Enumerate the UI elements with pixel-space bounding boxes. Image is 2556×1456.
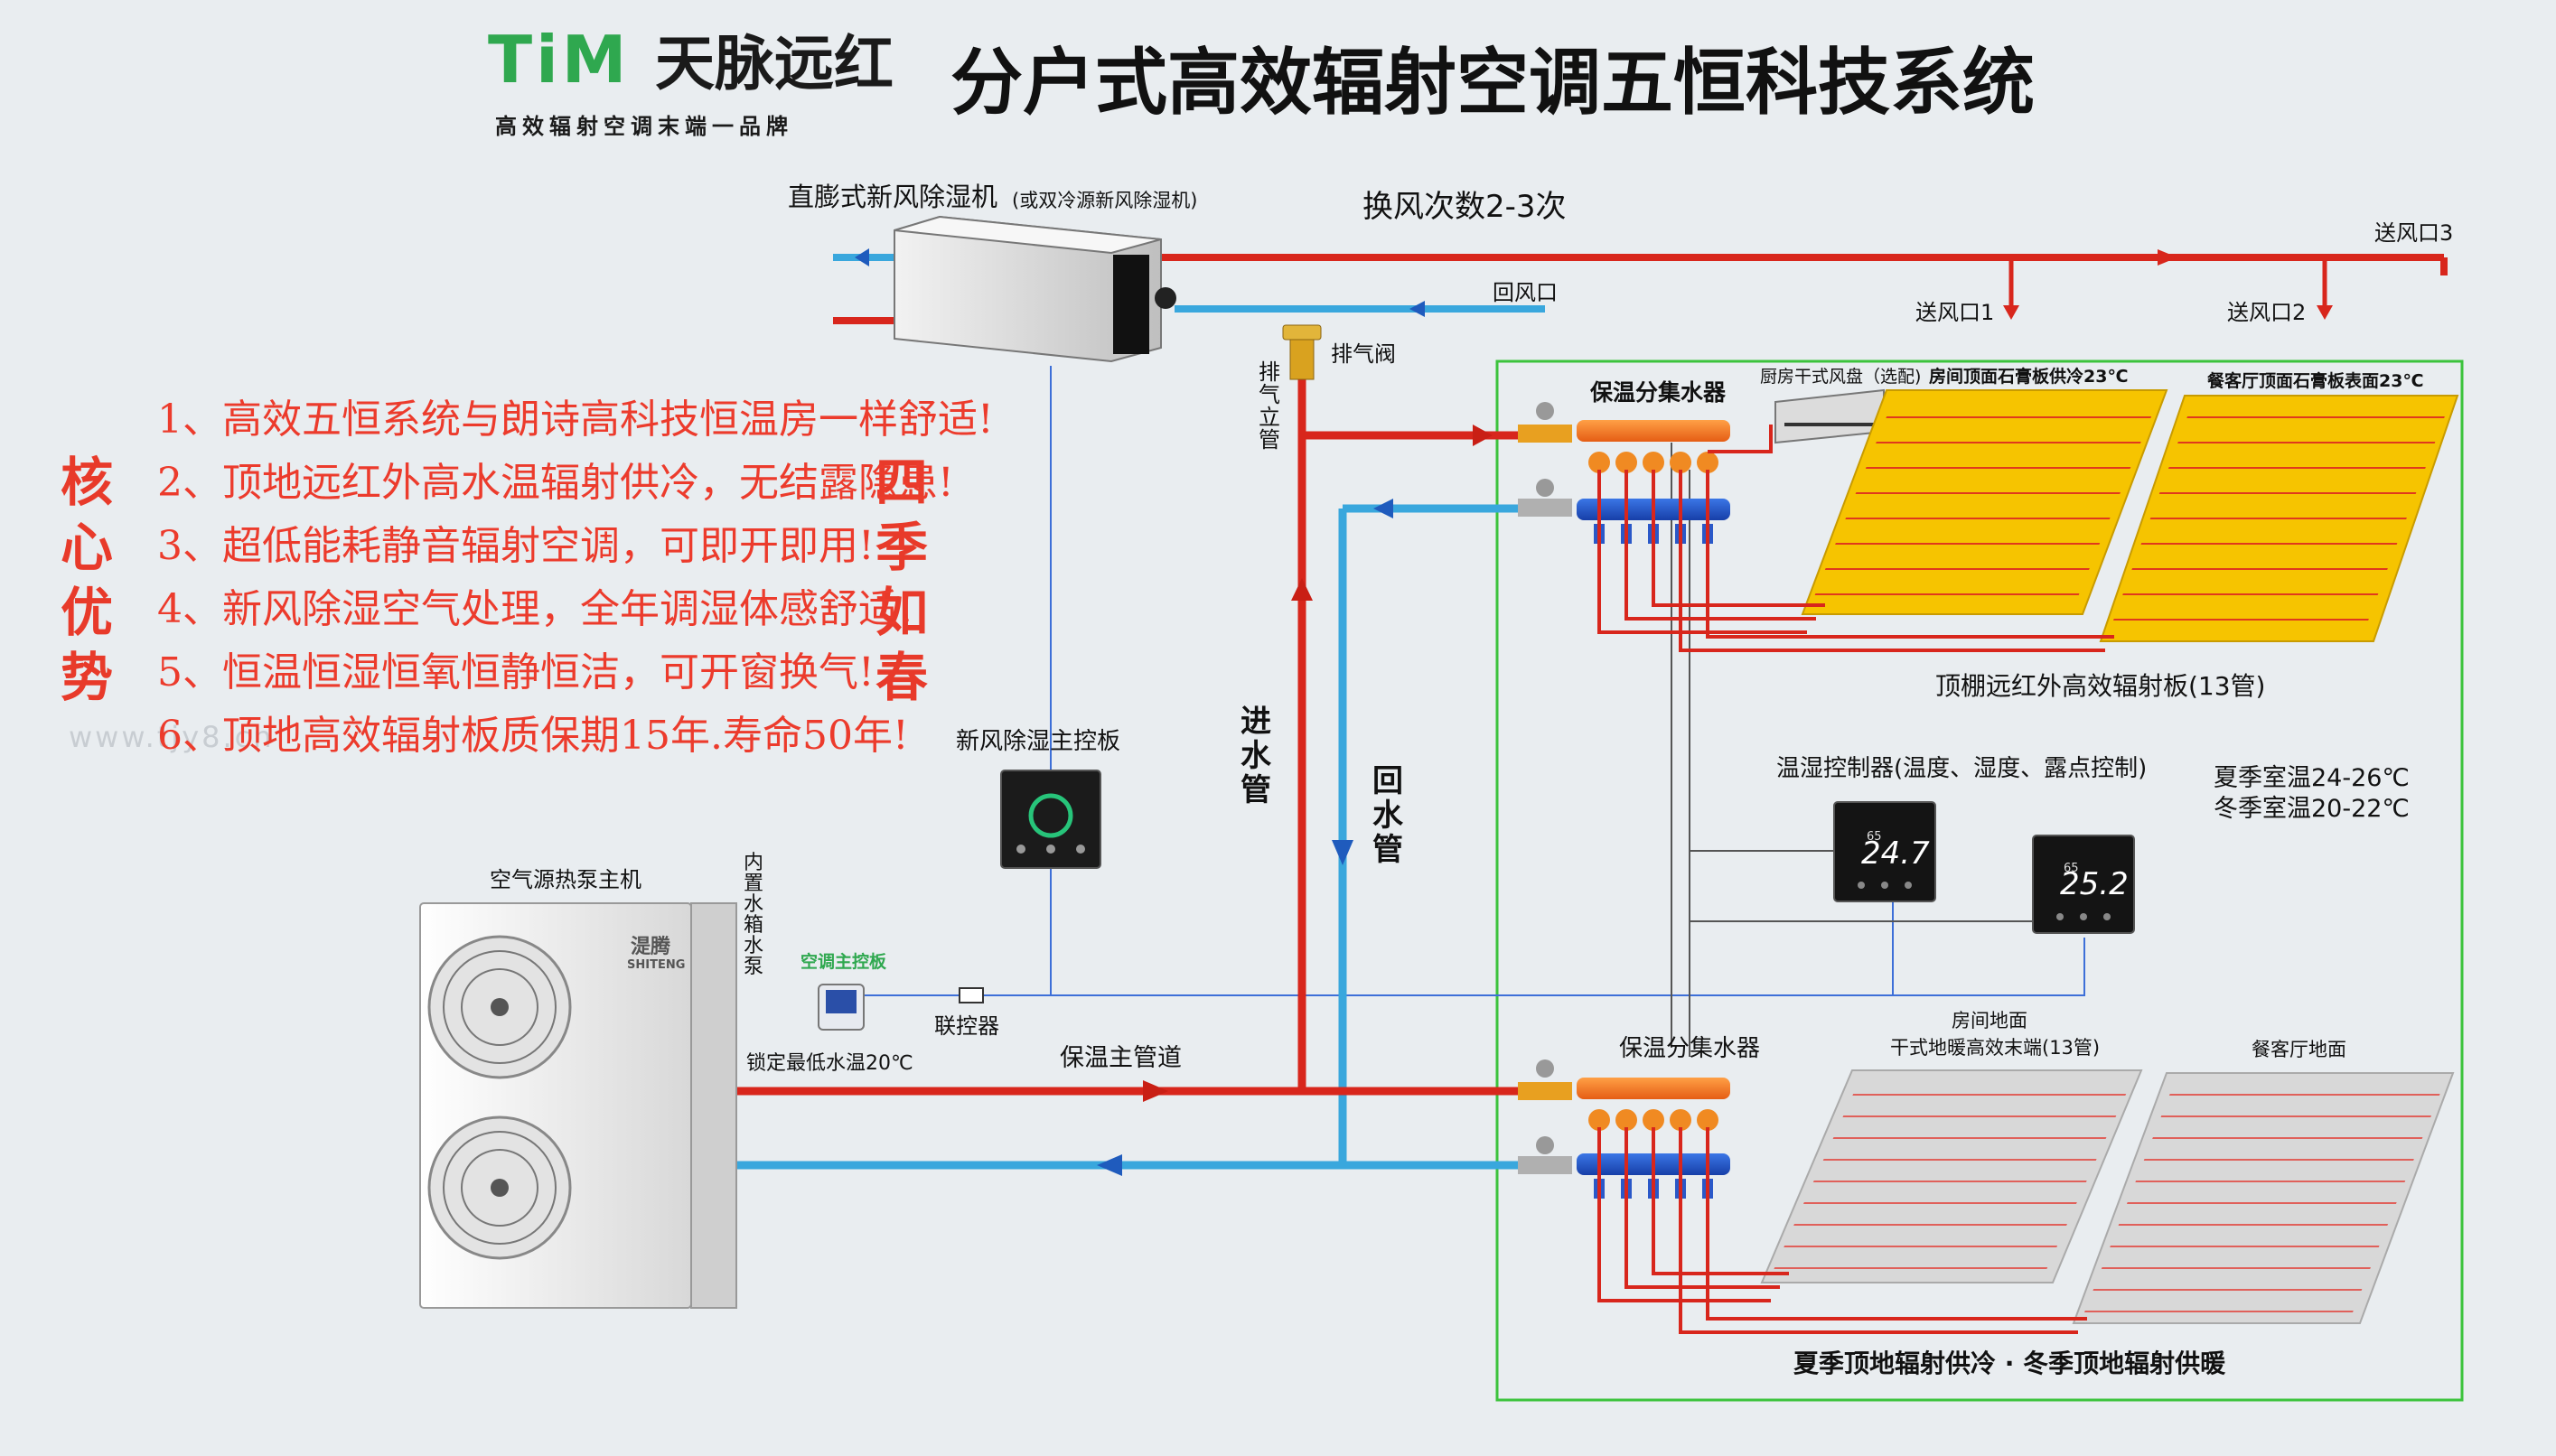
dining-ceiling-label: 餐客厅顶面石膏板表面23℃ (2207, 371, 2424, 391)
ac-control-panel (818, 984, 865, 1031)
return-pipe-label: 回水管 (1372, 763, 1403, 868)
room-floor-label-1: 房间地面 (1952, 1010, 2027, 1031)
ceiling-feed-pipes (1597, 425, 2114, 652)
bottom-manifold (1518, 1059, 1730, 1199)
hp-brand-en: SHITENG (627, 958, 686, 972)
exhaust-valve-label: 排气阀 (1331, 341, 1396, 367)
outlet-2-label: 送风口2 (2227, 300, 2307, 325)
core-advantage-heading: 核心优势 (60, 452, 113, 708)
floor-panel-room (1760, 1069, 2143, 1283)
heat-pump-label: 空气源热泵主机 (490, 867, 641, 892)
outlet-1-label: 送风口1 (1915, 300, 1995, 325)
water-pipes (736, 378, 1518, 1170)
advantage-item-2: 2、顶地远红外高水温辐射供冷，无结露隐患! (157, 460, 954, 506)
winter-temp: 冬季室温20-22℃ (2214, 795, 2410, 823)
floor-feed-pipes (1597, 1127, 2087, 1334)
controller-label: 温湿控制器(温度、湿度、露点控制) (1776, 755, 2148, 782)
bottom-manifold-label: 保温分集水器 (1619, 1035, 1761, 1062)
floor-caption: 夏季顶地辐射供冷 · 冬季顶地辐射供暖 (1793, 1349, 2226, 1378)
exhaust-valve (1282, 324, 1322, 380)
main-pipe-label: 保温主管道 (1060, 1044, 1182, 1072)
fresh-panel-label: 新风除湿主控板 (956, 728, 1121, 755)
advantage-item-4: 4、新风除湿空气处理，全年调湿体感舒适! (157, 586, 914, 632)
heat-pump-unit (419, 902, 737, 1309)
thermostat-1-body (1833, 801, 1936, 902)
thermostat-1-display: 24.7 (1861, 835, 1930, 872)
air-change-label: 换风次数2-3次 (1362, 189, 1567, 225)
top-manifold-label: 保温分集水器 (1590, 379, 1727, 406)
exhaust-riser-label: 排气立管 (1259, 359, 1280, 453)
thermostat-2-display: 25.2 (2060, 866, 2129, 902)
room-ceiling-label: 房间顶面石膏板供冷23℃ (1929, 367, 2129, 387)
ac-panel-label: 空调主控板 (801, 952, 887, 972)
advantage-item-3: 3、超低能耗静音辐射空调，可即开即用! (157, 523, 875, 569)
controller-links (1671, 443, 2033, 1057)
brand-logo-cn: 天脉远红 (655, 29, 894, 98)
room-floor-label-2: 干式地暖高效末端(13管) (1890, 1037, 2101, 1059)
brand-logo-en: TiM (488, 22, 631, 98)
four-seasons-heading: 四季如春 (875, 452, 928, 708)
dehumidifier-unit (894, 215, 1176, 363)
thermostat-1-humidity: 65 (1867, 830, 1882, 844)
kitchen-fan-label: 厨房干式风盘（选配) (1760, 367, 1922, 387)
thermostat-2-body (2032, 835, 2135, 934)
dining-floor-label: 餐客厅地面 (2252, 1039, 2346, 1060)
linkage-label: 联控器 (934, 1013, 999, 1039)
linkage-controller (959, 987, 984, 1003)
fresh-air-control-panel (1000, 770, 1101, 869)
advantage-item-1: 1、高效五恒系统与朗诗高科技恒温房一样舒适! (157, 397, 994, 443)
dehumidifier-label: 直膨式新风除湿机 (788, 182, 998, 212)
return-air-label: 回风口 (1493, 280, 1558, 305)
advantage-item-6: 6、顶地高效辐射板质保期15年.寿命50年! (157, 713, 909, 759)
kitchen-fan-coil (1774, 388, 1885, 444)
system-boundary (1495, 359, 2464, 1402)
floor-panel-dining (2072, 1072, 2455, 1324)
supply-pipe-label: 进水管 (1241, 704, 1271, 808)
ceiling-panel-label: 顶棚远红外高效辐射板(13管) (1935, 671, 2266, 701)
brand-tagline: 高效辐射空调末端一品牌 (495, 114, 793, 139)
watermark: www.tjy8.cn (69, 720, 275, 754)
ceiling-panel-dining (2099, 395, 2459, 642)
control-wiring (818, 366, 2085, 996)
top-manifold (1518, 402, 1730, 544)
advantage-item-5: 5、恒温恒湿恒氧恒静恒洁，可开窗换气! (157, 649, 875, 695)
hp-brand-cn: 湜腾 (631, 936, 671, 958)
min-temp-label: 锁定最低水温20℃ (746, 1052, 913, 1075)
duct-arrows (855, 248, 2333, 320)
summer-temp: 夏季室温24-26℃ (2214, 764, 2410, 792)
ceiling-panel-room (1801, 389, 2168, 615)
builtin-pump-label: 内置水箱水泵 (743, 852, 763, 978)
thermostat-2-humidity: 65 (2064, 862, 2079, 875)
outlet-3-label: 送风口3 (2374, 220, 2454, 246)
pipe-arrows (1097, 425, 1493, 1176)
page-title: 分户式高效辐射空调五恒科技系统 (950, 41, 2035, 125)
dehumidifier-note: (或双冷源新风除湿机) (1012, 190, 1198, 211)
